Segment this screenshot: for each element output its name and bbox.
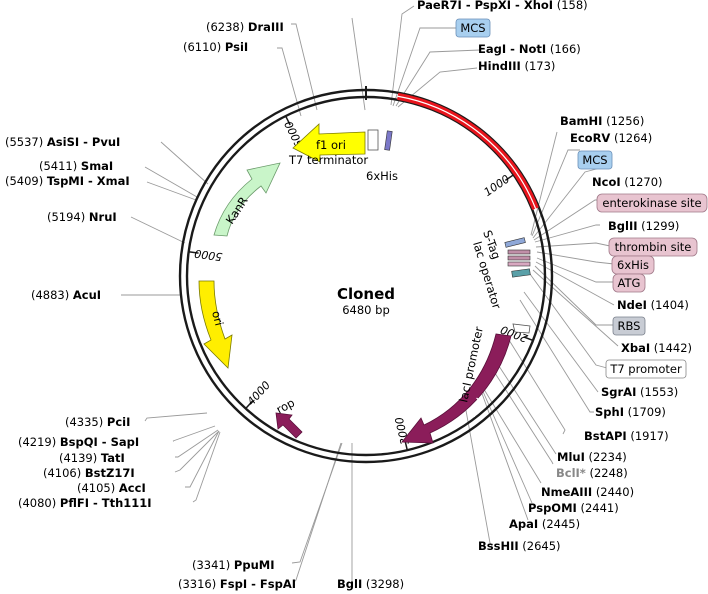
tick-mark <box>188 251 199 254</box>
f1-ori-label: f1 ori <box>316 138 346 152</box>
lacI-feature[interactable] <box>401 333 512 444</box>
site-tspmi[interactable]: (5409) TspMI - XmaI <box>5 174 130 188</box>
site-paer7i[interactable]: PaeR7I - PspXI - XhoI (158) <box>417 0 588 12</box>
site-pspomi[interactable]: PspOMI (2441) <box>528 501 619 515</box>
insert-region-highlight <box>397 95 537 209</box>
tick-mark <box>504 174 515 182</box>
thrombin-label: thrombin site <box>615 240 692 254</box>
insert-arc <box>397 92 539 210</box>
site-xbai[interactable]: XbaI (1442) <box>621 341 692 355</box>
site-bsshii[interactable]: BssHII (2645) <box>478 539 561 553</box>
site-bglii[interactable]: BglII (1299) <box>608 219 679 233</box>
site-nrui[interactable]: (5194) NruI <box>47 210 117 224</box>
mcs-top-box[interactable] <box>455 18 491 38</box>
site-bstz17i[interactable]: (4106) BstZ17I <box>43 466 135 480</box>
his6-label: 6xHis <box>617 258 649 272</box>
site-bcli[interactable]: BclI* (2248) <box>556 466 628 480</box>
site-ndei[interactable]: NdeI (1404) <box>617 298 689 312</box>
site-ppumi[interactable]: (3341) PpuMI <box>192 558 274 572</box>
lac-operator-feature[interactable] <box>511 268 531 278</box>
rbs-label: RBS <box>618 319 641 333</box>
site-asisi[interactable]: (5537) AsiSI - PvuI <box>5 135 120 149</box>
atg-feature[interactable] <box>507 261 531 267</box>
site-tati[interactable]: (4139) TatI <box>59 451 125 465</box>
thrombin-feature[interactable] <box>507 249 531 255</box>
atg-label: ATG <box>618 276 641 290</box>
his-tag-right-feature[interactable] <box>507 255 531 261</box>
t7-promoter-box[interactable] <box>605 359 687 379</box>
rop-feature[interactable] <box>275 412 303 439</box>
f1-ori-feature[interactable] <box>292 123 366 163</box>
atg-box[interactable] <box>612 273 646 293</box>
s-tag-feature[interactable] <box>504 237 526 248</box>
site-hindiii[interactable]: HindIII (173) <box>478 59 555 73</box>
enterokinase-box[interactable] <box>596 193 708 213</box>
site-nmeaiii[interactable]: NmeAIII (2440) <box>541 485 634 499</box>
site-sphi[interactable]: SphI (1709) <box>595 405 666 419</box>
kanR-feature[interactable] <box>213 162 281 237</box>
site-draiii[interactable]: (6238) DraIII <box>206 20 284 34</box>
his-tag-top-feature[interactable] <box>384 130 393 151</box>
site-pflfi[interactable]: (4080) PflFI - Tth111I <box>18 496 152 510</box>
tick-mark <box>523 336 534 342</box>
site-mlui[interactable]: MluI (2234) <box>557 450 627 464</box>
tick-mark <box>245 400 253 410</box>
tick-label: 4000 <box>245 379 273 408</box>
site-fspi[interactable]: (3316) FspI - FspAI <box>178 577 296 591</box>
site-bspqi[interactable]: (4219) BspQI - SapI <box>18 435 139 449</box>
tick-mark <box>284 115 291 126</box>
t7-terminator-label: T7 terminator <box>288 153 368 167</box>
mcs-right-box[interactable] <box>577 150 613 170</box>
site-bstapi[interactable]: BstAPI (1917) <box>584 429 669 443</box>
his-tag-top-label: 6xHis <box>366 169 398 183</box>
site-apai[interactable]: ApaI (2445) <box>509 517 580 531</box>
mcs-top-label: MCS <box>460 21 485 35</box>
site-sgrai[interactable]: SgrAI (1553) <box>601 385 678 399</box>
rbs-box[interactable] <box>612 316 646 336</box>
enterokinase-label: enterokinase site <box>602 196 701 210</box>
thrombin-box[interactable] <box>608 237 698 257</box>
plasmid-length: 6480 bp <box>342 303 390 317</box>
tick-label: 5000 <box>194 247 224 264</box>
site-bamhi[interactable]: BamHI (1256) <box>560 114 644 128</box>
t7-promoter-label: T7 promoter <box>609 362 682 376</box>
t7-terminator-feature[interactable] <box>367 129 379 151</box>
site-acci[interactable]: (4105) AccI <box>77 481 146 495</box>
leader-lines <box>121 5 619 585</box>
site-ecorv[interactable]: EcoRV (1264) <box>570 131 652 145</box>
tick-label: 1000 <box>482 172 512 199</box>
ori-feature[interactable] <box>198 280 233 369</box>
site-psii[interactable]: (6110) PsiI <box>183 40 248 54</box>
site-bgli[interactable]: BglI (3298) <box>337 577 404 591</box>
lacI-promoter-feature[interactable] <box>512 323 531 334</box>
insert-region[interactable] <box>397 92 539 210</box>
site-smai[interactable]: (5411) SmaI <box>39 159 113 173</box>
mcs-right-label: MCS <box>582 153 607 167</box>
plasmid-title: Cloned <box>337 285 395 303</box>
site-eagi[interactable]: EagI - NotI (166) <box>478 42 581 56</box>
ori-label: ori <box>209 309 226 327</box>
site-ncoi[interactable]: NcoI (1270) <box>592 175 663 189</box>
site-pcii[interactable]: (4335) PciI <box>65 415 130 429</box>
site-acui[interactable]: (4883) AcuI <box>31 288 101 302</box>
